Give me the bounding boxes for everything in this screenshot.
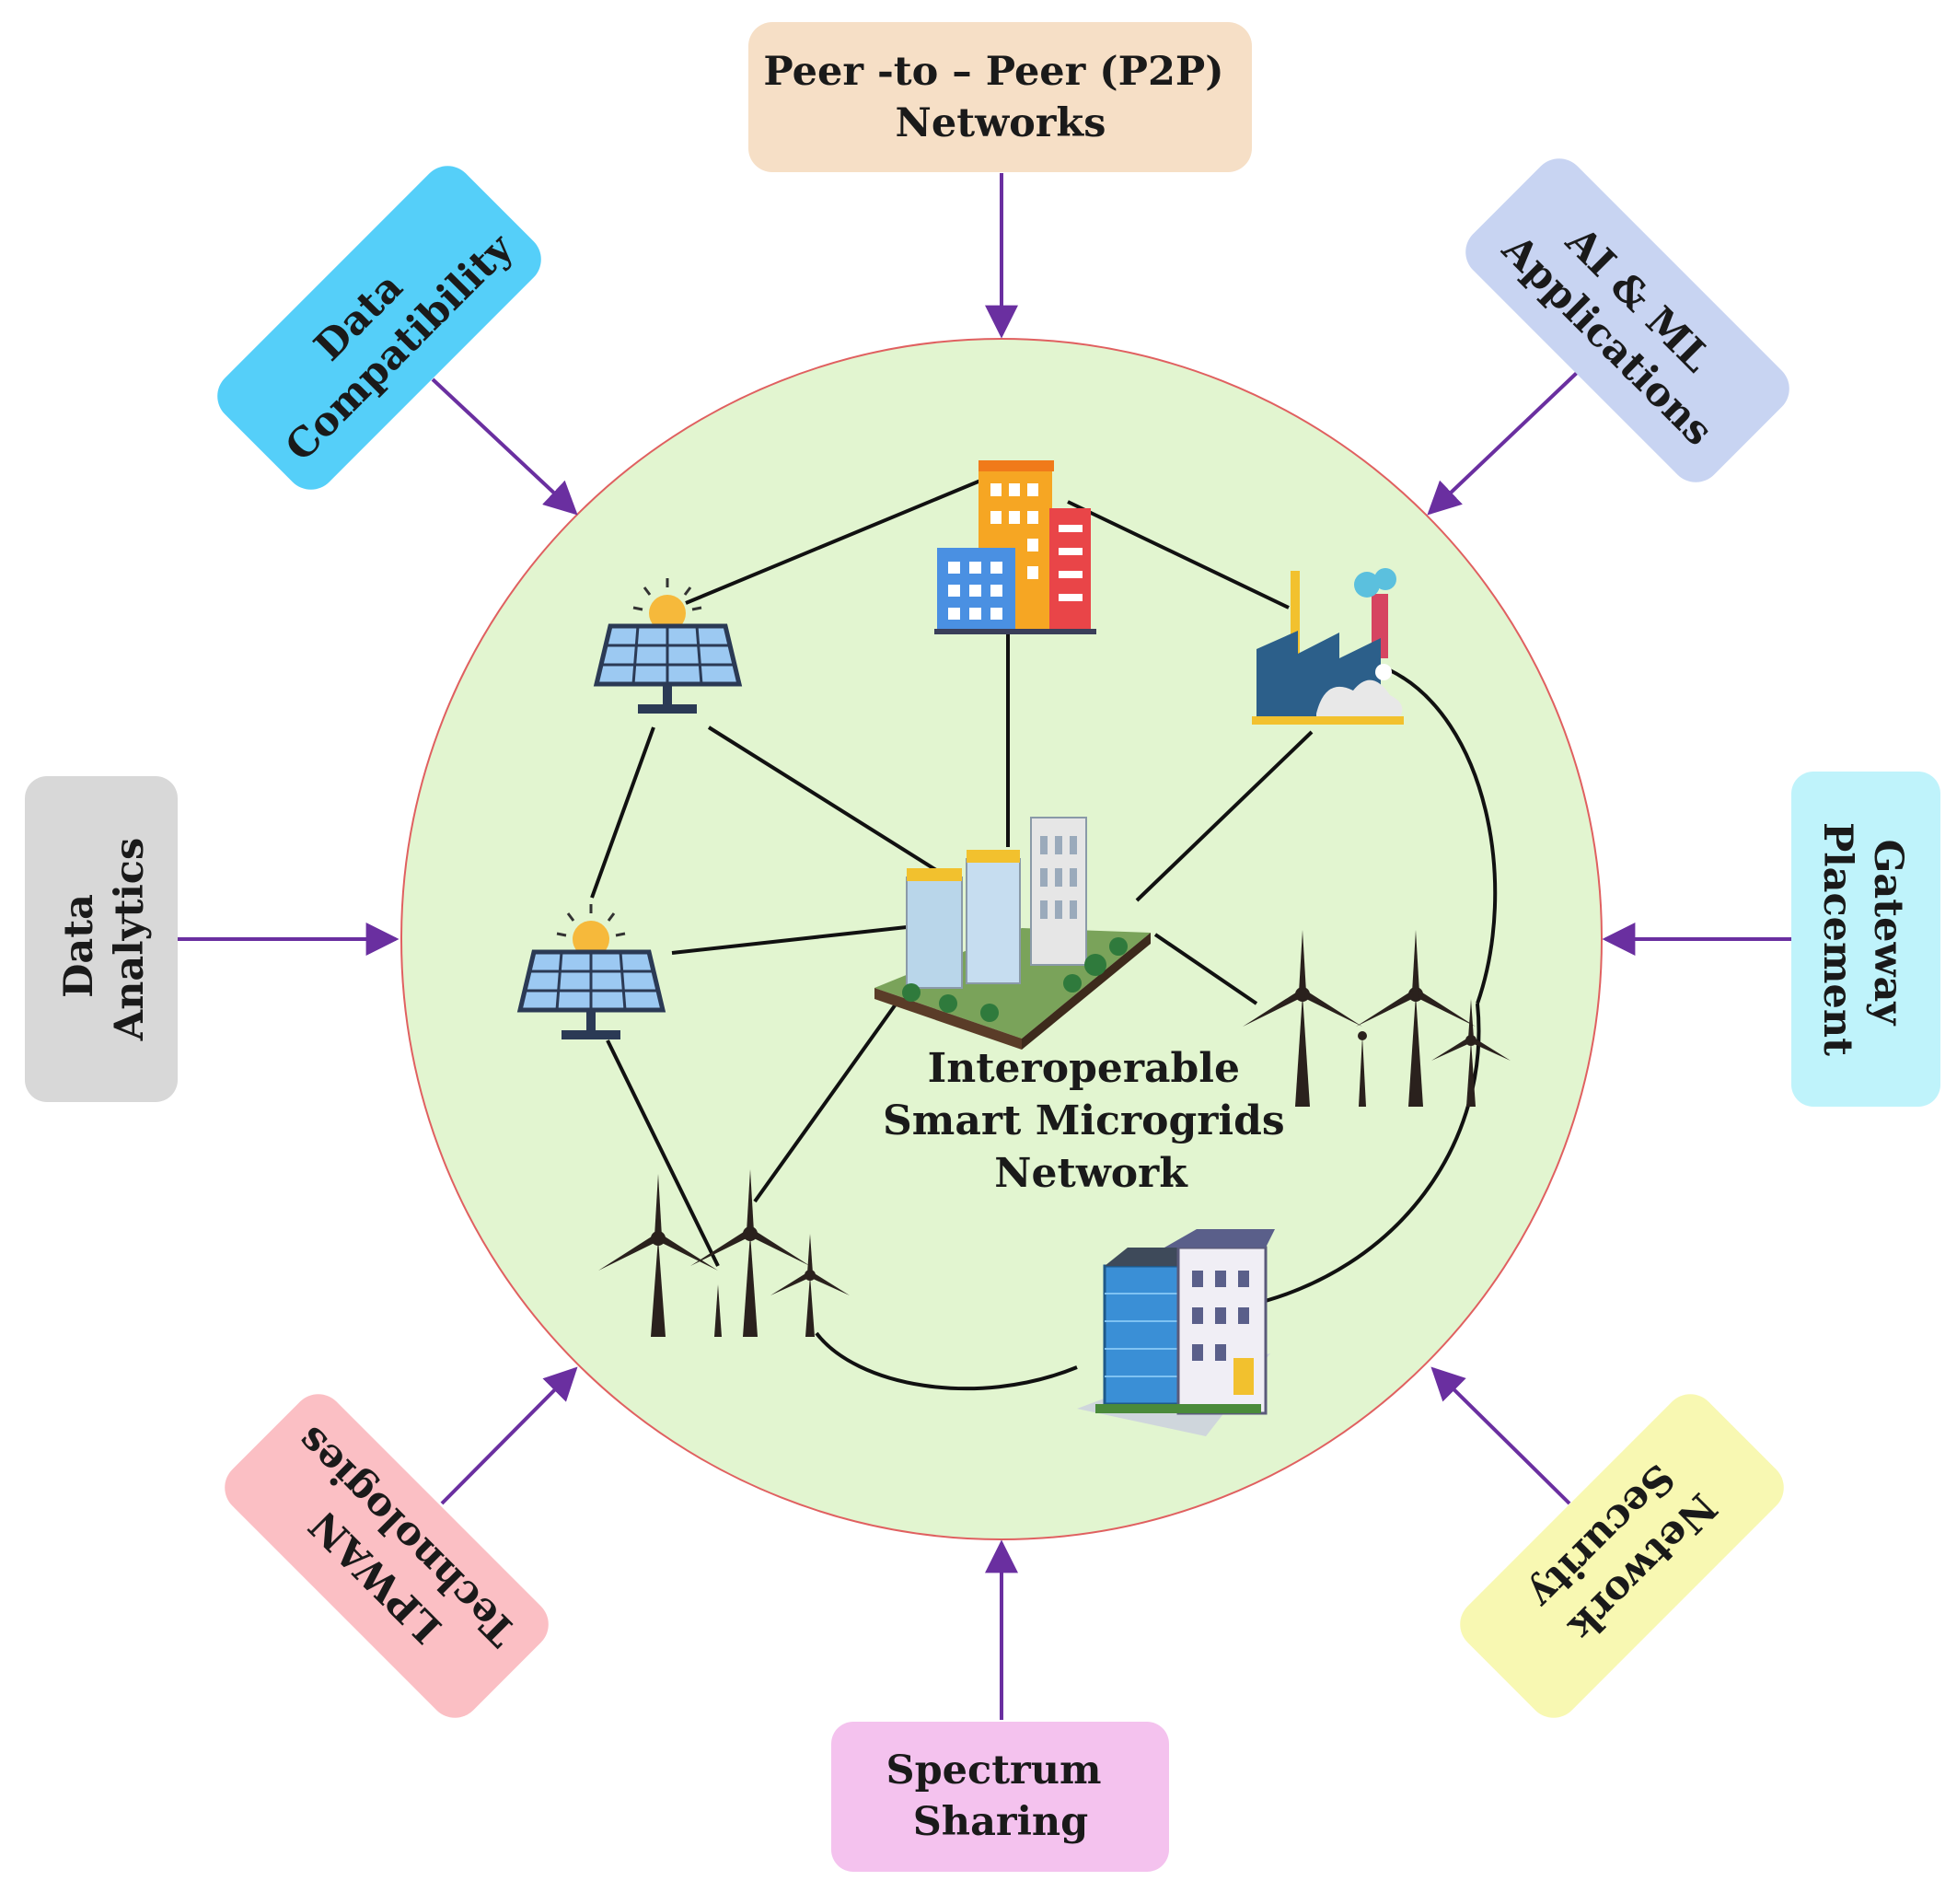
arrows (176, 173, 1791, 1720)
center-label-line: Network (994, 1150, 1188, 1197)
box-label-line: Gateway (1865, 840, 1911, 1027)
box-gateway-label: Gateway Placement (1814, 822, 1911, 1056)
box-p2p: Peer -to – Peer (P2P) Networks (748, 22, 1252, 172)
wind-turbines-icon (1243, 930, 1511, 1107)
box-label-line: Placement (1814, 822, 1860, 1056)
box-label-line: Networks (896, 100, 1106, 146)
box-security: Network Security (1460, 1394, 1784, 1718)
arrow-security (1430, 1366, 1571, 1505)
box-analytics: Data Analytics (25, 776, 178, 1102)
center-label-line: Smart Microgrids (883, 1097, 1285, 1144)
factory-icon (1252, 568, 1404, 725)
network-connections (590, 477, 1498, 1391)
solar-panel-icon (593, 578, 743, 714)
box-label-line: Data (56, 894, 102, 998)
box-gateway: Gateway Placement (1791, 772, 1940, 1107)
arrow-lpwan (440, 1366, 578, 1505)
center-label-line: Interoperable (928, 1045, 1240, 1092)
box-analytics-label: Data Analytics (56, 838, 153, 1041)
city-buildings-icon (934, 460, 1096, 634)
arrow-compat (431, 377, 578, 516)
box-compat: Data Compatibility (217, 166, 541, 490)
office-building-icon (1077, 1229, 1275, 1436)
box-label-line: Peer -to – Peer (P2P) (763, 49, 1223, 95)
box-label-line: Analytics (107, 838, 153, 1041)
box-spectrum-label: Spectrum Sharing (886, 1747, 1116, 1845)
smart-campus-icon (874, 817, 1151, 1050)
box-p2p-label: Peer -to – Peer (P2P) Networks (763, 49, 1237, 146)
box-spectrum: Spectrum Sharing (831, 1722, 1169, 1872)
solar-panel-icon (516, 904, 666, 1039)
center-label: Interoperable Smart Microgrids Network (883, 1045, 1299, 1197)
box-label-line: Spectrum (886, 1747, 1102, 1794)
box-label-line: Sharing (913, 1799, 1089, 1845)
wind-turbines-icon (598, 1169, 850, 1337)
arrow-ai-ml (1427, 369, 1581, 516)
